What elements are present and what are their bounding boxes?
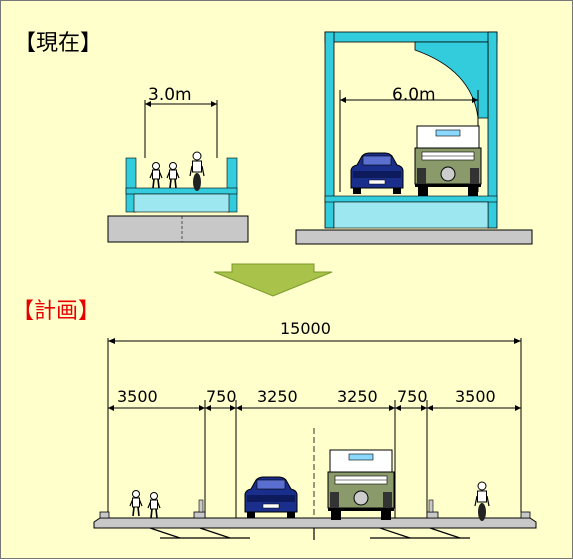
current-right-width: 6.0m [392,85,436,105]
plan-bridge-deck [93,449,537,540]
plan-segment-4: 3250 [337,387,378,406]
current-left-width: 3.0m [148,85,192,105]
plan-segment-3: 3250 [257,387,298,406]
current-title: 【現在】 [14,31,102,56]
plan-segment-1: 3500 [117,387,158,406]
down-arrow-icon [213,263,333,297]
plan-dimension-lines [107,338,522,528]
current-road-bridge [295,31,533,245]
plan-segment-5: 750 [397,387,428,406]
plan-title: 【計画】 [12,299,100,324]
plan-segment-6: 3500 [455,387,496,406]
current-pedestrian-bridge [107,100,249,243]
plan-segment-2: 750 [206,387,237,406]
dimension-arrowheads [108,338,521,411]
plan-total-width: 15000 [280,319,331,338]
